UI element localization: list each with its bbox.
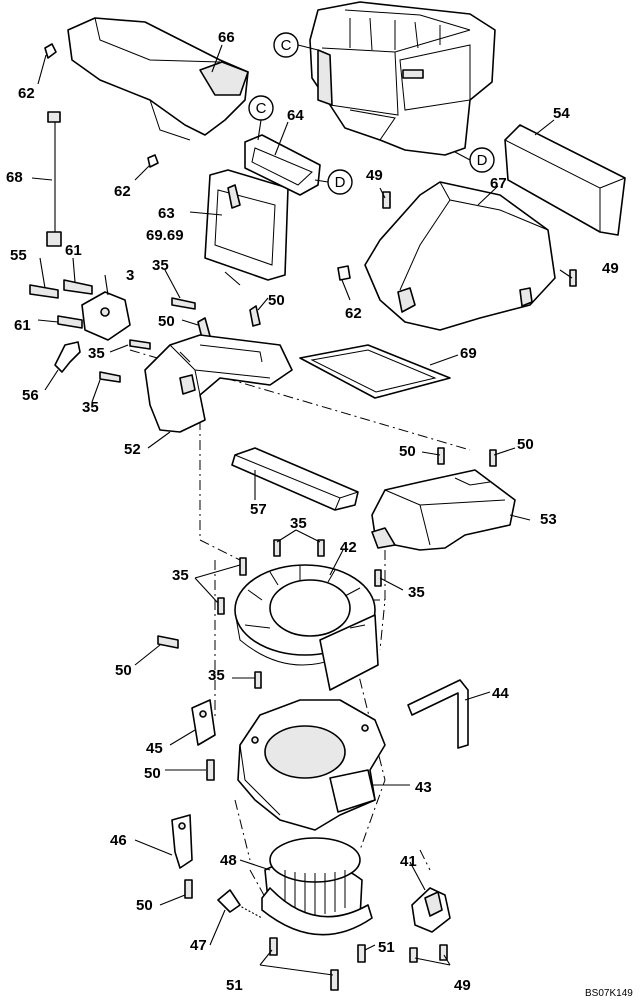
bolts-55-61	[29, 279, 261, 383]
callout-c-lower-text: C	[256, 100, 267, 117]
bracket-3	[81, 291, 131, 341]
blower-motor-48	[261, 837, 373, 936]
label-49: 49	[454, 977, 471, 994]
label-50: 50	[136, 897, 153, 914]
label-61: 61	[65, 242, 82, 259]
label-35: 35	[152, 257, 169, 274]
label-52: 52	[124, 441, 141, 458]
heater-unit-top	[309, 1, 496, 156]
housing-53	[371, 469, 516, 551]
assembly-lines	[129, 349, 471, 931]
label-50: 50	[399, 443, 416, 460]
label-50: 50	[115, 662, 132, 679]
callout-d-upper: D	[454, 147, 495, 173]
clips-62	[44, 43, 351, 281]
label-35: 35	[172, 567, 189, 584]
label-46: 46	[110, 832, 127, 849]
label-62: 62	[345, 305, 362, 322]
callout-d-lower-text: D	[335, 174, 346, 191]
part-labels: 66 62 64 54 68 62 49 67 63 69.69 55 61 3…	[6, 29, 619, 994]
label-50: 50	[517, 436, 534, 453]
upper-duct-66	[67, 17, 249, 141]
figure-code: BS07K149	[585, 988, 633, 999]
label-61: 61	[14, 317, 31, 334]
seal-69	[299, 344, 451, 399]
spring-47	[217, 889, 263, 919]
label-62: 62	[114, 183, 131, 200]
label-45: 45	[146, 740, 163, 757]
label-49: 49	[366, 167, 383, 184]
lower-duct-67	[364, 181, 556, 331]
label-68: 68	[6, 169, 23, 186]
label-35: 35	[408, 584, 425, 601]
filter-54	[504, 124, 626, 236]
label-35: 35	[208, 667, 225, 684]
callout-c-upper-text: C	[281, 37, 292, 54]
label-50: 50	[268, 292, 285, 309]
label-50: 50	[158, 313, 175, 330]
label-3: 3	[126, 267, 134, 284]
label-41: 41	[400, 853, 417, 870]
label-69-69: 69.69	[146, 227, 184, 244]
label-62: 62	[18, 85, 35, 102]
gasket-64	[244, 134, 321, 196]
label-63: 63	[158, 205, 175, 222]
label-43: 43	[415, 779, 432, 796]
resistor-41	[411, 887, 451, 933]
label-42: 42	[340, 539, 357, 556]
label-48: 48	[220, 852, 237, 869]
label-51: 51	[378, 939, 395, 956]
label-35: 35	[82, 399, 99, 416]
callout-c-lower: C	[248, 95, 274, 141]
fan-scroll-42	[234, 564, 379, 691]
callout-d-upper-text: D	[477, 152, 488, 169]
label-69: 69	[460, 345, 477, 362]
label-49: 49	[602, 260, 619, 277]
bracket-46	[171, 814, 193, 869]
label-51: 51	[226, 977, 243, 994]
label-67: 67	[490, 175, 507, 192]
label-55: 55	[10, 247, 27, 264]
fan-case-43	[237, 699, 386, 831]
label-56: 56	[22, 387, 39, 404]
label-66: 66	[218, 29, 235, 46]
damper-lever-56	[54, 341, 81, 373]
bracket-45	[191, 699, 216, 746]
filter-57	[231, 447, 359, 511]
label-57: 57	[250, 501, 267, 518]
label-35: 35	[88, 345, 105, 362]
label-54: 54	[553, 105, 570, 122]
label-44: 44	[492, 685, 509, 702]
housing-52	[144, 334, 293, 433]
leader-lines	[31, 44, 573, 976]
cable-68	[46, 111, 62, 247]
callout-d-lower: D	[314, 169, 353, 195]
label-35: 35	[290, 515, 307, 532]
label-64: 64	[287, 107, 304, 124]
label-53: 53	[540, 511, 557, 528]
strip-44	[407, 679, 469, 749]
label-50: 50	[144, 765, 161, 782]
frame-63	[204, 169, 289, 281]
callout-c-upper: C	[273, 32, 319, 58]
label-47: 47	[190, 937, 207, 954]
